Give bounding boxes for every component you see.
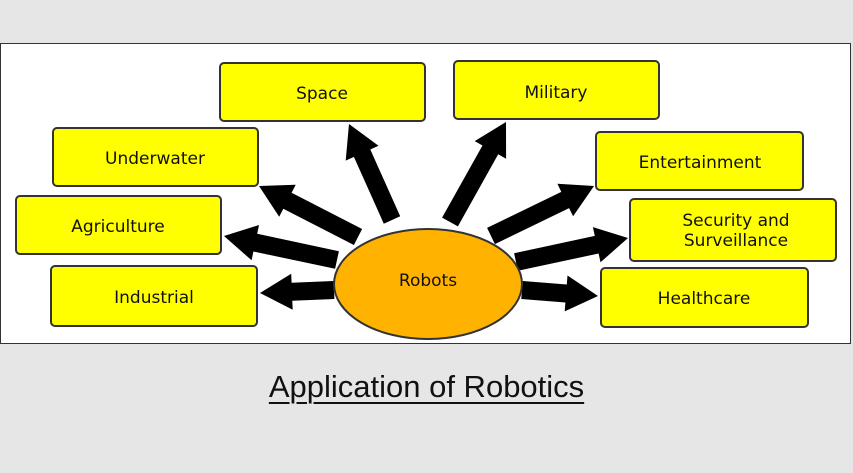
application-label-security-line1: Security and <box>682 211 789 231</box>
application-label-underwater: Underwater <box>105 149 205 169</box>
application-box-underwater <box>52 127 259 187</box>
arrow-to-entertainment <box>487 183 594 245</box>
application-label-entertainment: Entertainment <box>639 153 762 173</box>
application-label-industrial: Industrial <box>114 288 194 308</box>
arrow-to-underwater <box>259 184 363 245</box>
application-box-space <box>219 62 426 122</box>
robots-center-node <box>333 228 523 340</box>
application-label-security-line2: Surveillance <box>684 231 788 251</box>
application-box-entertainment <box>595 131 804 191</box>
application-label-agriculture: Agriculture <box>71 217 165 237</box>
arrow-to-security <box>514 227 628 271</box>
arrow-to-healthcare <box>521 275 598 312</box>
arrow-to-agriculture <box>224 225 339 269</box>
application-label-military: Military <box>525 83 588 103</box>
application-box-military <box>453 60 660 120</box>
caption-text: Application of Robotics <box>268 369 585 404</box>
application-box-healthcare <box>600 267 809 328</box>
arrows-group <box>224 122 628 312</box>
application-box-security-surveillance <box>629 198 837 262</box>
caption: Application of Robotics <box>0 369 853 405</box>
application-label-space: Space <box>296 84 348 104</box>
application-box-industrial <box>50 265 258 327</box>
arrow-to-industrial <box>260 273 335 310</box>
application-label-healthcare: Healthcare <box>658 289 751 309</box>
arrow-to-space <box>345 124 401 224</box>
application-box-agriculture <box>15 195 222 255</box>
robots-center-label: Robots <box>399 271 457 291</box>
arrow-to-military <box>442 122 507 227</box>
